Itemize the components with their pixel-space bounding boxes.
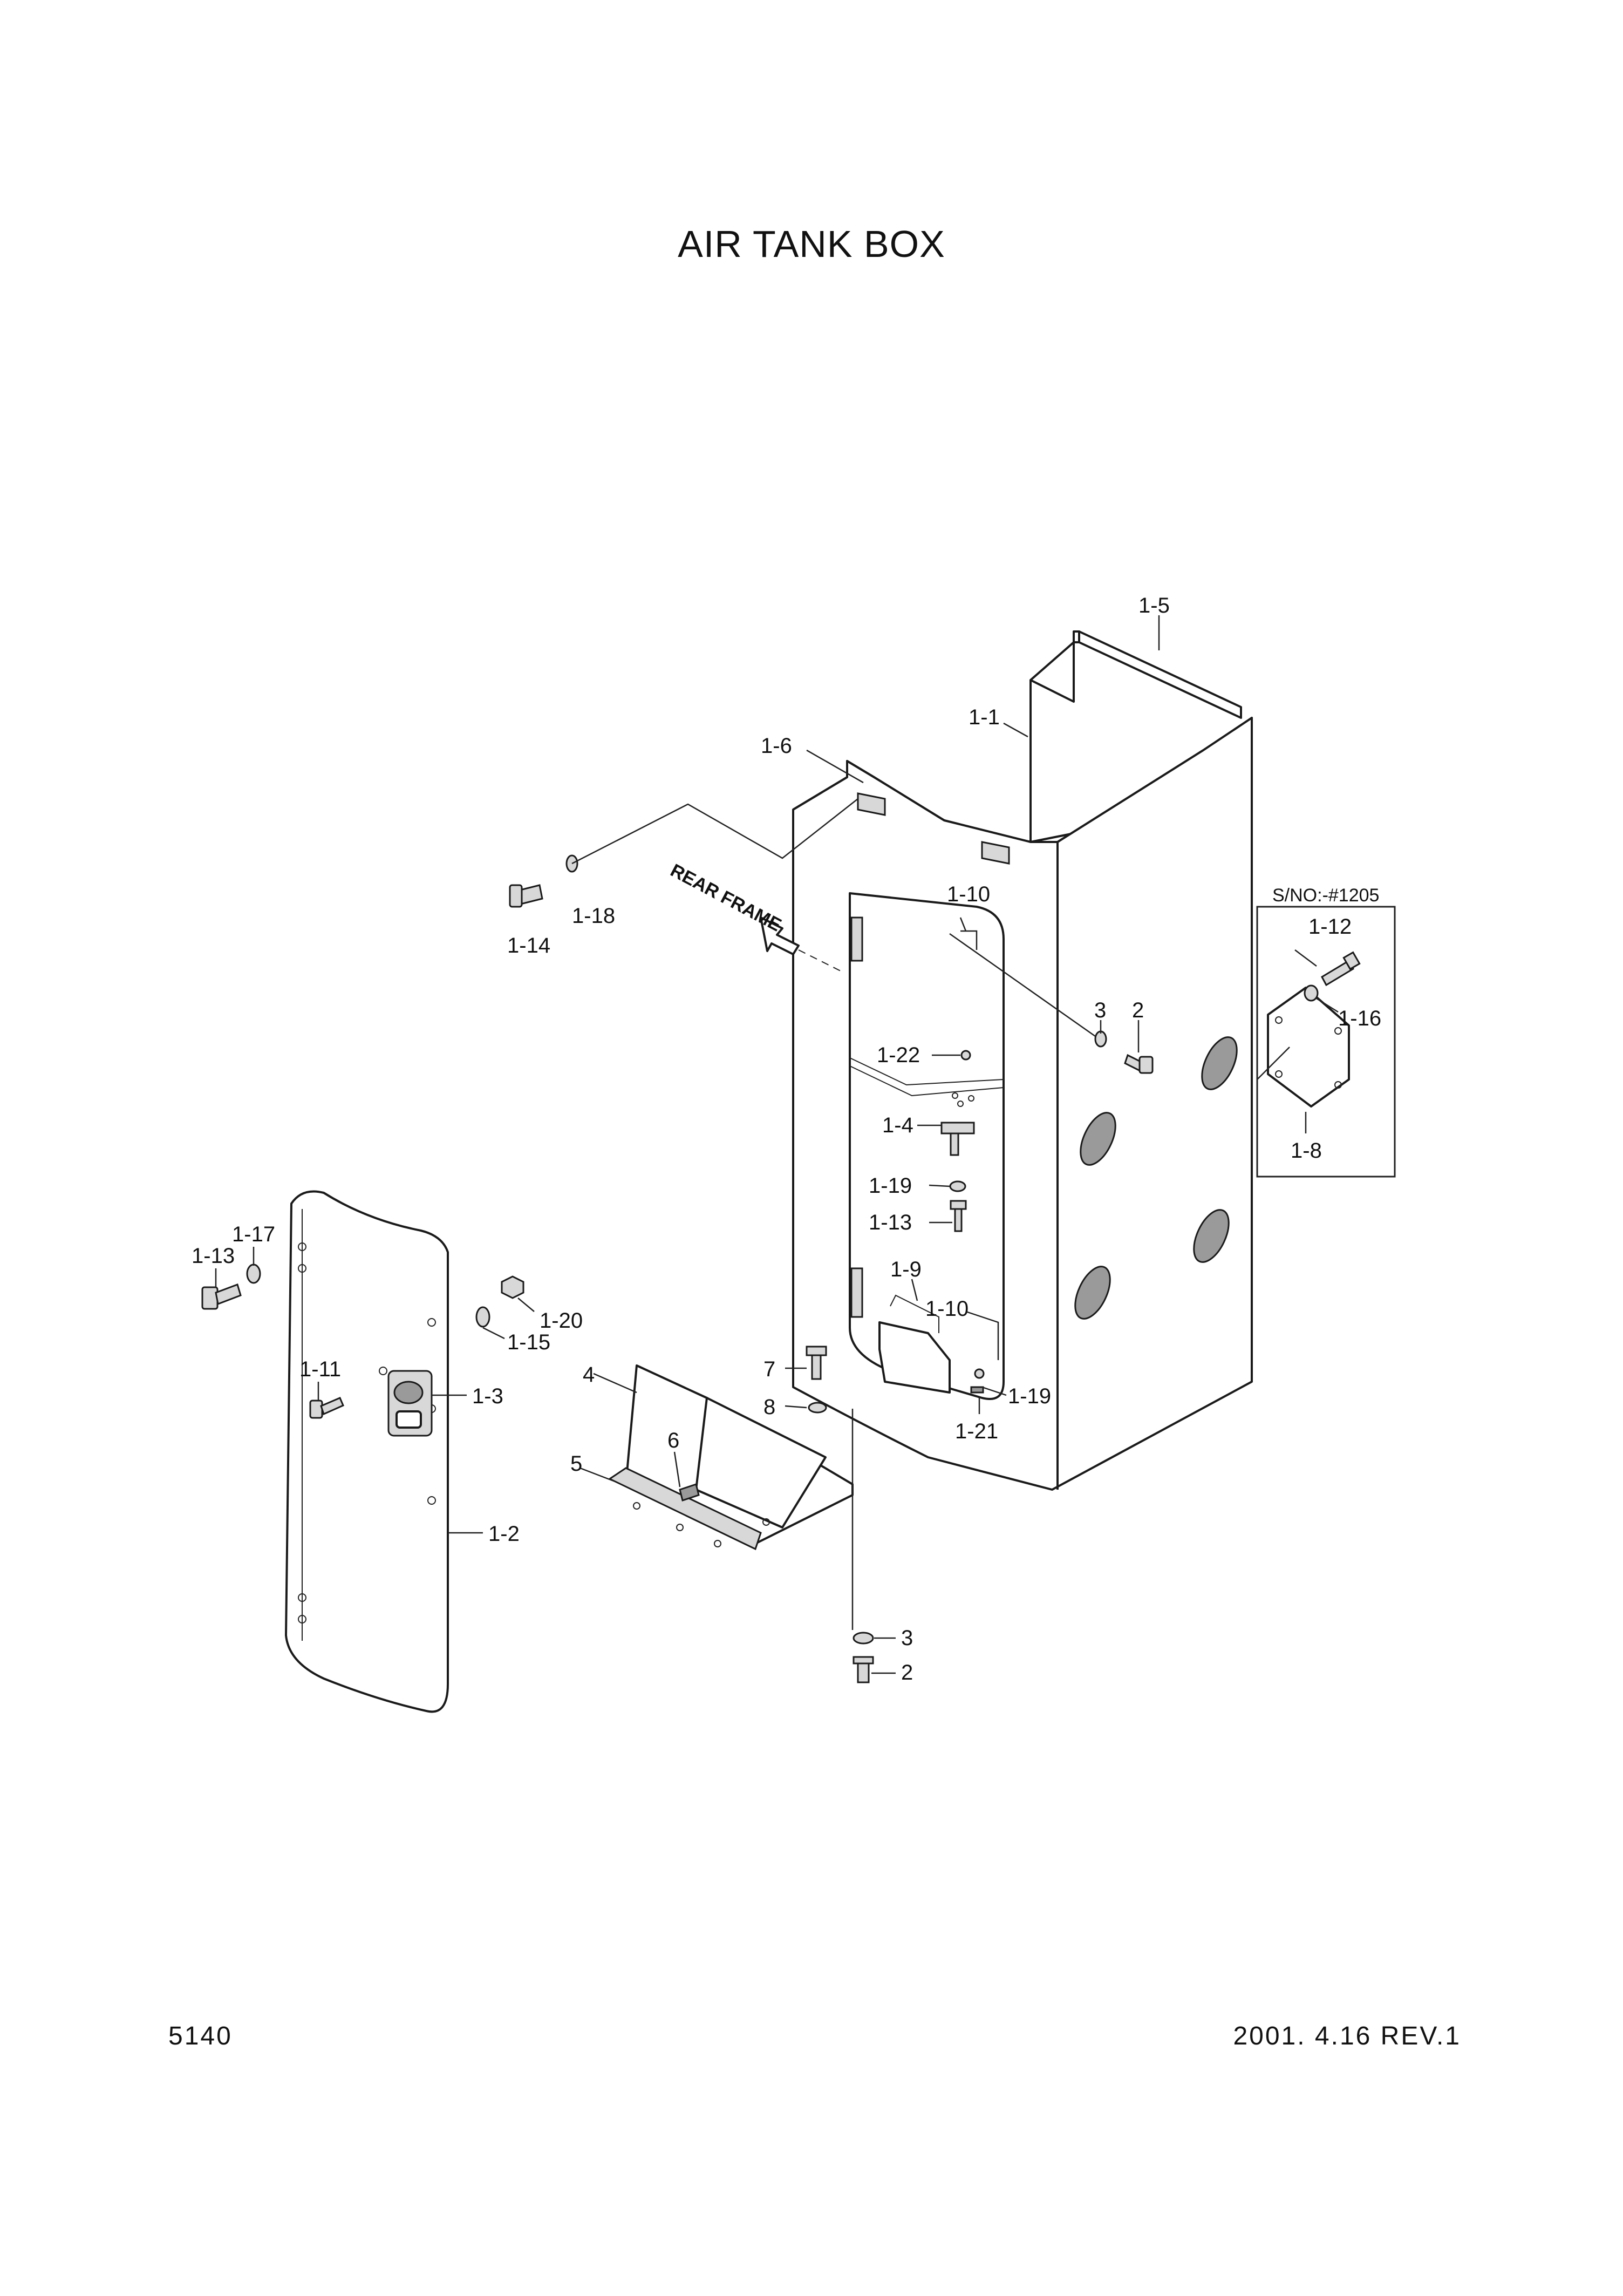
callout-labels: 1-5 1-1 1-6 1-10 1-18 1-14 S/NO:-#1205 1… (192, 594, 1381, 1684)
callout-1-5: 1-5 (1138, 594, 1170, 617)
callout-1-19-lower: 1-19 (1008, 1384, 1051, 1408)
rear-frame-label: REAR FRAME (667, 860, 785, 936)
callout-1-19-upper: 1-19 (869, 1174, 912, 1198)
diagram-title: AIR TANK BOX (678, 223, 945, 265)
callout-1-8: 1-8 (1291, 1139, 1322, 1163)
callout-1-6: 1-6 (761, 734, 792, 758)
callout-1-17: 1-17 (232, 1222, 275, 1246)
callout-1-14: 1-14 (507, 934, 550, 957)
leader-lines (215, 615, 1339, 1674)
callout-1-9: 1-9 (890, 1258, 922, 1281)
page-number: 5140 (168, 2022, 233, 2050)
callout-1-22: 1-22 (877, 1043, 920, 1067)
callout-1-20: 1-20 (540, 1309, 583, 1333)
callout-5: 5 (570, 1452, 582, 1476)
callout-1-3: 1-3 (472, 1384, 503, 1408)
callout-1-13-right: 1-13 (869, 1211, 912, 1234)
callout-1-10-upper: 1-10 (947, 882, 990, 906)
callout-1-10-lower: 1-10 (925, 1297, 969, 1321)
serial-note: S/NO:-#1205 (1272, 885, 1379, 906)
callout-1-12: 1-12 (1308, 915, 1352, 939)
air-tank-housing (792, 630, 1253, 1491)
callout-3-upper: 3 (1094, 998, 1106, 1022)
callout-1-2: 1-2 (488, 1522, 520, 1546)
callout-4: 4 (583, 1363, 595, 1387)
callout-3-lower: 3 (901, 1626, 913, 1650)
callout-1-11: 1-11 (299, 1357, 341, 1381)
callout-1-4: 1-4 (882, 1113, 913, 1137)
door-panel (285, 1190, 449, 1713)
callout-1-1: 1-1 (969, 705, 1000, 729)
callout-1-13-left: 1-13 (192, 1244, 235, 1268)
callout-2-lower: 2 (901, 1661, 913, 1684)
callout-2-upper: 2 (1132, 998, 1144, 1022)
tray-assembly (608, 1364, 854, 1551)
serial-inset-frame (1256, 906, 1396, 1178)
callout-1-18: 1-18 (572, 904, 615, 928)
revision-date: 2001. 4.16 REV.1 (1233, 2022, 1461, 2050)
callout-8: 8 (763, 1395, 775, 1419)
callout-1-15: 1-15 (507, 1330, 550, 1354)
callout-1-21: 1-21 (955, 1419, 998, 1443)
callout-1-16: 1-16 (1338, 1007, 1381, 1030)
callout-6: 6 (667, 1429, 679, 1452)
callout-7: 7 (763, 1357, 775, 1381)
